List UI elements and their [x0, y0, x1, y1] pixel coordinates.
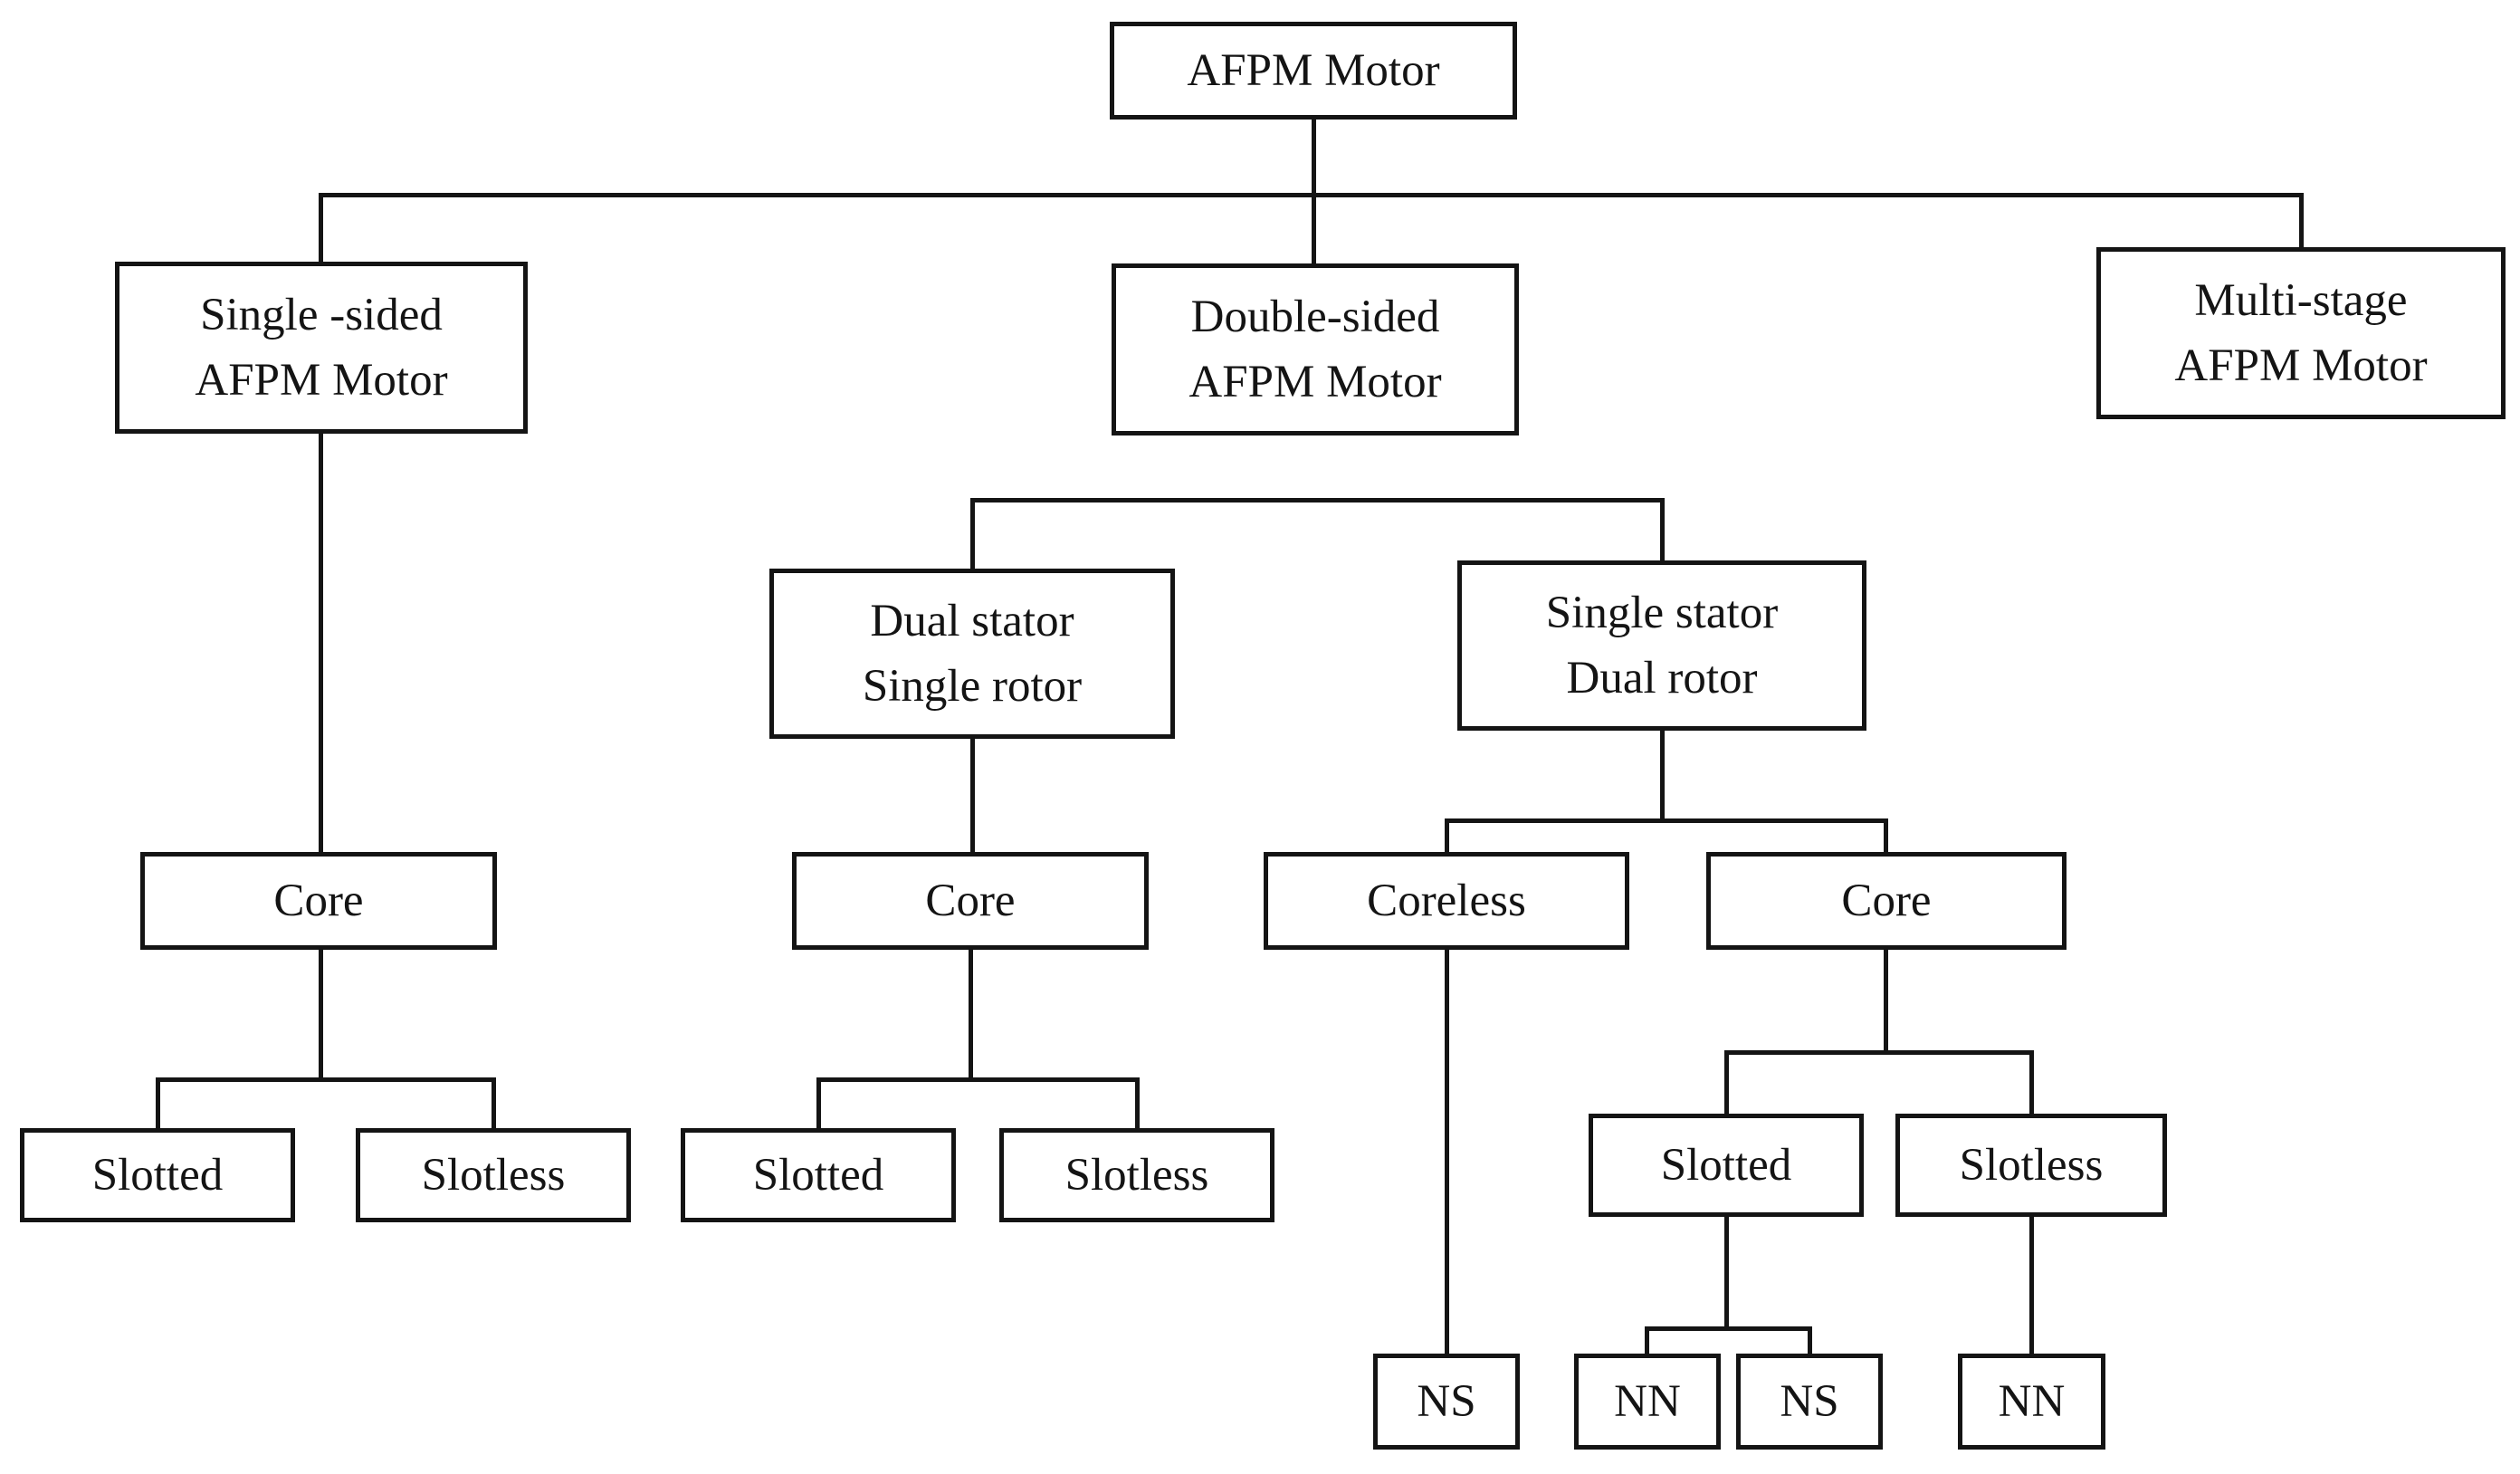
node-single-stator-dual-rotor: Single stator Dual rotor	[1457, 560, 1866, 731]
node-core-under-single-sided: Core	[140, 852, 497, 950]
connector-double-sided-children-bar	[970, 498, 1665, 502]
connector-single-stator-stem	[1660, 727, 1665, 823]
connector-core-left-children-bar	[156, 1077, 496, 1082]
connector-drop-slotless-mid	[1135, 1077, 1140, 1132]
node-ns-under-coreless: NS	[1373, 1354, 1520, 1450]
connector-core-left-stem	[319, 948, 323, 1082]
node-slotless-left: Slotless	[356, 1128, 631, 1222]
node-coreless: Coreless	[1264, 852, 1629, 950]
node-multi-stage-afpm-motor: Multi-stage AFPM Motor	[2096, 247, 2506, 419]
node-nn-under-slotted: NN	[1574, 1354, 1721, 1450]
connector-dual-stator-core	[970, 735, 975, 856]
connector-root-trunk	[1312, 118, 1316, 267]
connector-coreless-ns	[1445, 948, 1449, 1357]
node-slotless-right: Slotless	[1895, 1114, 2167, 1217]
node-single-sided-afpm-motor: Single -sided AFPM Motor	[115, 262, 528, 434]
connector-drop-slotted-left	[156, 1077, 160, 1132]
connector-drop-coreless	[1445, 818, 1449, 856]
connector-drop-dual-stator	[970, 498, 975, 572]
connector-drop-slotted-right	[1724, 1050, 1729, 1117]
connector-core-mid-children-bar	[816, 1077, 1140, 1082]
connector-core-right-children-bar	[1724, 1050, 2034, 1055]
connector-slotted-right-children-bar	[1645, 1326, 1812, 1331]
connector-core-right-stem	[1884, 948, 1888, 1055]
connector-single-sided-core	[319, 432, 323, 856]
node-slotted-mid: Slotted	[681, 1128, 956, 1222]
connector-drop-single-sided	[319, 193, 323, 267]
node-slotted-right: Slotted	[1589, 1114, 1864, 1217]
node-nn-under-slotless: NN	[1958, 1354, 2105, 1450]
connector-single-stator-children-bar	[1445, 818, 1888, 823]
connector-core-mid-stem	[969, 948, 973, 1082]
node-dual-stator-single-rotor: Dual stator Single rotor	[769, 569, 1175, 739]
connector-drop-ns-slotted	[1808, 1326, 1812, 1357]
connector-drop-slotless-right	[2029, 1050, 2034, 1117]
connector-drop-multi-stage	[2299, 193, 2304, 253]
connector-slotted-right-stem	[1724, 1215, 1729, 1331]
connector-drop-nn-slotted	[1645, 1326, 1649, 1357]
node-afpm-motor: AFPM Motor	[1110, 22, 1517, 120]
node-double-sided-afpm-motor: Double-sided AFPM Motor	[1112, 263, 1519, 436]
node-core-under-single-stator: Core	[1706, 852, 2067, 950]
node-slotless-mid: Slotless	[999, 1128, 1274, 1222]
connector-slotless-right-nn	[2029, 1215, 2034, 1357]
node-slotted-left: Slotted	[20, 1128, 295, 1222]
connector-drop-core-right	[1884, 818, 1888, 856]
connector-drop-slotless-left	[492, 1077, 496, 1132]
connector-drop-slotted-mid	[816, 1077, 821, 1132]
connector-drop-single-stator	[1660, 498, 1665, 564]
node-ns-under-slotted: NS	[1736, 1354, 1883, 1450]
connector-root-children-bar	[319, 193, 2304, 197]
node-core-under-dual-stator: Core	[792, 852, 1149, 950]
